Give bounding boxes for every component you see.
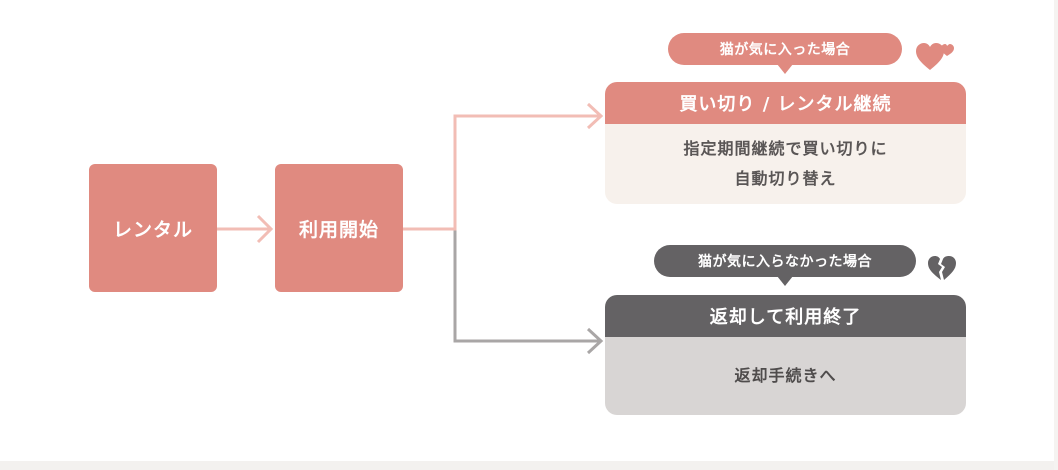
arrow-to-buyout [403, 102, 604, 231]
return-card: 返却して利用終了 返却手続きへ [605, 295, 966, 415]
arrow-to-return [453, 229, 604, 355]
rental-step-label: レンタル [112, 218, 193, 241]
heart-icon [916, 43, 954, 70]
return-card-body: 返却手続きへ [605, 337, 966, 415]
buyout-card: 買い切り / レンタル継続 指定期間継続で買い切りに 自動切り替え [605, 82, 966, 204]
start-usage-step-label: 利用開始 [298, 218, 379, 241]
right-edge [1054, 0, 1058, 470]
start-usage-step: 利用開始 [275, 164, 403, 292]
return-body-text: 返却手続きへ [734, 366, 837, 385]
liked-speech-bubble: 猫が気に入った場合 [668, 33, 902, 74]
buyout-card-title: 買い切り / レンタル継続 [605, 82, 966, 124]
disliked-speech-bubble: 猫が気に入らなかった場合 [654, 245, 916, 286]
buyout-body-line2: 自動切り替え [734, 169, 837, 188]
arrow-rental-to-start [217, 214, 274, 244]
buyout-body-line1: 指定期間継続で買い切りに [683, 139, 888, 158]
return-card-title: 返却して利用終了 [605, 295, 966, 337]
disliked-bubble-text: 猫が気に入らなかった場合 [698, 254, 872, 270]
bottom-divider [0, 461, 1058, 470]
liked-bubble-text: 猫が気に入った場合 [719, 42, 851, 58]
rental-step: レンタル [89, 164, 217, 292]
broken-heart-icon [928, 256, 956, 280]
buyout-card-body: 指定期間継続で買い切りに 自動切り替え [605, 124, 966, 204]
